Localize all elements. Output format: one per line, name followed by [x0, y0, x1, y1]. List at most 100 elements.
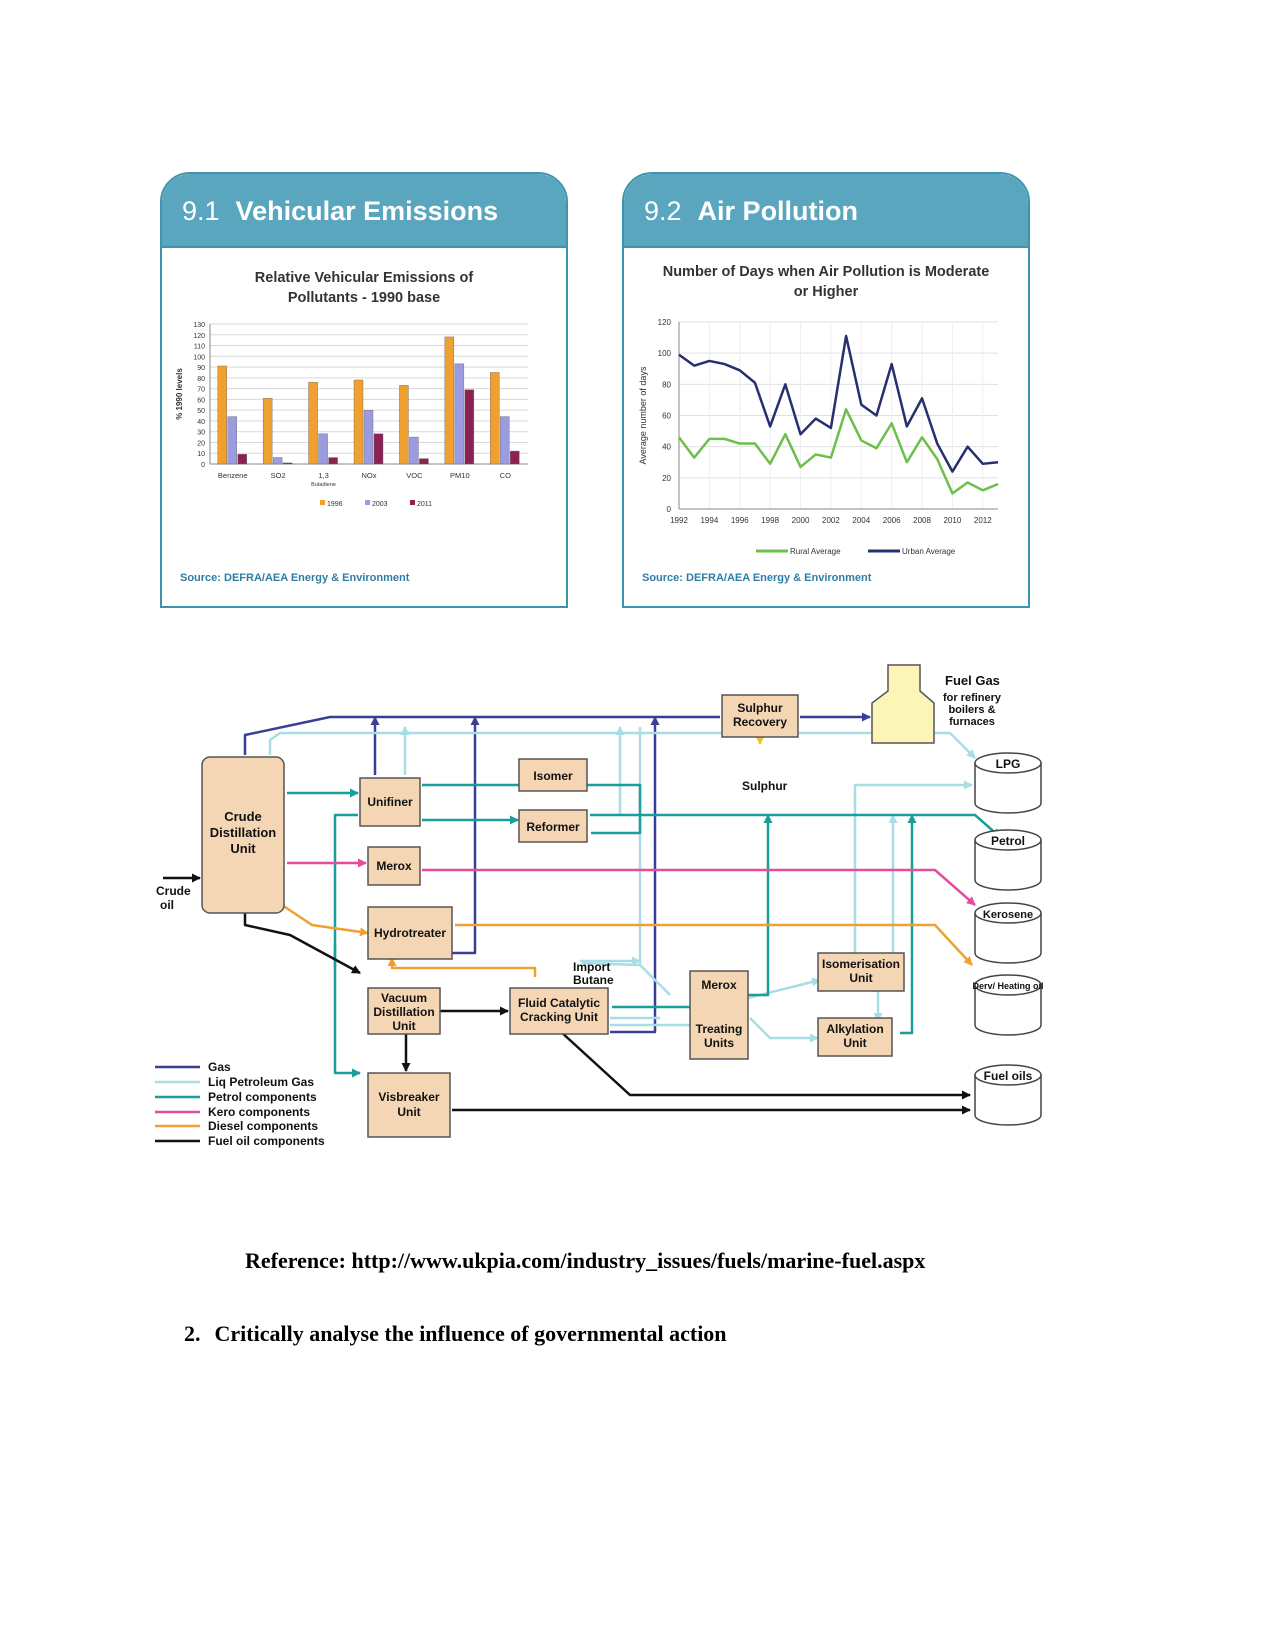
x-tick-label: 2002	[822, 516, 840, 525]
section-title: Vehicular Emissions	[235, 196, 499, 226]
alkylation-unit: Alkylation Unit	[817, 1017, 893, 1057]
lpg-line	[268, 731, 976, 759]
gas-line	[450, 716, 480, 955]
flow-lines	[163, 710, 1001, 1115]
derv-heating-oil-tank: Derv/ Heating oil	[972, 974, 1044, 1036]
isomerisation-unit: Isomerisation Unit	[817, 952, 905, 992]
product-label: Fuel oils	[984, 1069, 1033, 1083]
unit-label: Unit	[230, 841, 256, 856]
y-tick-label: 30	[197, 430, 205, 437]
fluid-catalytic-cracking-unit: Fluid Catalytic Cracking Unit	[509, 987, 609, 1035]
unit-label: Unit	[849, 971, 872, 985]
petrol-line	[900, 814, 917, 1035]
section-title: Air Pollution	[697, 196, 859, 226]
unit-label: Isomerisation	[822, 957, 900, 971]
petrol-line	[333, 813, 361, 1078]
y-tick-label: 90	[197, 365, 205, 372]
product-label: LPG	[996, 757, 1021, 771]
merox-treating-units: Merox Treating Units	[689, 970, 749, 1060]
bar	[328, 457, 338, 465]
gas-line	[243, 715, 720, 755]
legend-label: Kero components	[208, 1105, 310, 1119]
x-tick-label: Benzene	[218, 471, 248, 480]
y-tick-label: 130	[193, 322, 205, 329]
bar	[217, 365, 227, 465]
unit-label: Cracking Unit	[520, 1010, 598, 1024]
legend-label: Petrol components	[208, 1090, 317, 1104]
y-tick-label: 120	[658, 318, 672, 327]
diagram-labels: Crude oil Sulphur Import Butane Fuel Gas…	[156, 673, 1002, 987]
unit-label: Merox	[701, 978, 737, 992]
unit-label: Alkylation	[826, 1022, 883, 1036]
fuel-gas-tank	[871, 664, 935, 744]
section-number: 9.1	[182, 196, 220, 226]
x-tick-label: 2008	[913, 516, 931, 525]
legend-label: Fuel oil components	[208, 1134, 325, 1148]
x-tick-label: NOx	[362, 471, 377, 480]
bar	[464, 389, 475, 465]
unit-label: Fluid Catalytic	[518, 996, 600, 1010]
y-axis-label: Average number of days	[638, 366, 648, 464]
y-tick-label: 110	[194, 344, 205, 351]
panel-header: 9.1 Vehicular Emissions	[162, 174, 566, 248]
unit-label: Unit	[392, 1019, 415, 1033]
bar	[262, 398, 273, 465]
unit-label: Isomer	[533, 769, 573, 783]
diesel-line	[387, 957, 537, 977]
legend-swatch	[410, 500, 415, 505]
bar	[282, 462, 293, 465]
petrol-line	[590, 813, 1001, 838]
y-tick-label: 0	[201, 462, 205, 469]
kerosene-tank: Kerosene	[974, 902, 1042, 964]
legend-swatch	[320, 500, 325, 505]
source-note: Source: DEFRA/AEA Energy & Environment	[180, 572, 410, 584]
fuel-gas-sub-label: furnaces	[949, 716, 995, 728]
product-tanks: LPG Petrol Kerosene Derv/ Heating oil Fu…	[972, 752, 1044, 1126]
sulphur-recovery-unit: Sulphur Recovery	[721, 694, 799, 738]
x-tick-label: PM10	[450, 471, 470, 480]
unit-label: Crude	[224, 809, 262, 824]
y-tick-label: 10	[197, 451, 205, 458]
merox-unit: Merox	[367, 846, 421, 886]
bar	[373, 433, 384, 465]
y-axis-label: % 1990 levels	[175, 368, 184, 420]
x-tick-label: 1,3	[318, 471, 328, 480]
unit-label: Merox	[376, 859, 412, 873]
product-label: Derv/ Heating oil	[972, 981, 1043, 991]
legend-label: Diesel components	[208, 1119, 318, 1133]
visbreaker-unit: Visbreaker Unit	[367, 1072, 451, 1138]
y-tick-label: 60	[197, 397, 205, 404]
x-tick-label: 2000	[792, 516, 810, 525]
bar	[500, 416, 510, 465]
x-tick-label: 1994	[700, 516, 718, 525]
legend-label: 2011	[417, 501, 432, 508]
lpg-line	[853, 780, 973, 965]
question-number: 2.	[184, 1321, 201, 1346]
unit-label: Recovery	[733, 715, 787, 729]
x-tick-label: SO2	[271, 471, 286, 480]
chart-title: Relative Vehicular Emissions of Pollutan…	[254, 270, 474, 306]
bar	[227, 416, 237, 465]
unit-label: Distillation	[210, 825, 277, 840]
lpg-tank: LPG	[974, 752, 1042, 814]
unit-label: Unit	[843, 1036, 866, 1050]
legend-label: Rural Average	[790, 547, 841, 556]
bar	[409, 436, 419, 465]
unit-label: Unit	[397, 1105, 420, 1119]
product-label: Petrol	[991, 834, 1025, 848]
petrol-tank: Petrol	[974, 829, 1042, 891]
bar	[363, 409, 374, 465]
x-tick-label: 1998	[761, 516, 779, 525]
bar	[308, 381, 318, 465]
fuel-gas-sub-label: for refinery	[943, 692, 1002, 704]
vacuum-distillation-unit: Vacuum Distillation Unit	[367, 987, 441, 1035]
hydrotreater-unit: Hydrotreater	[367, 906, 453, 960]
unit-label: Visbreaker	[378, 1090, 439, 1104]
bar	[444, 336, 455, 465]
unit-label: Vacuum	[381, 991, 427, 1005]
diesel-line	[455, 923, 973, 966]
unit-label: Unifiner	[367, 795, 413, 809]
